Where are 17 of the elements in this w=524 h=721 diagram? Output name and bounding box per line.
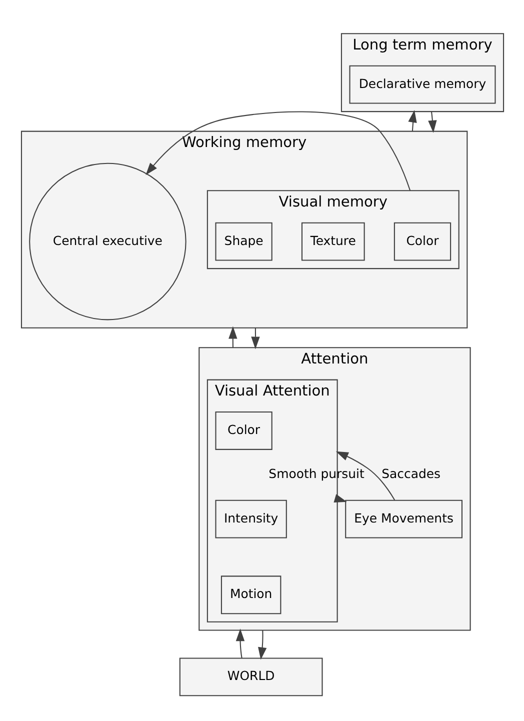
arrow [228,326,237,348]
node-box: WORLD [178,658,322,696]
arrow [428,112,436,133]
arrow [250,328,260,350]
node-box: Motion [220,576,281,614]
arrow [408,110,416,132]
node-box: Declarative memory [348,65,496,104]
arrow [258,630,266,660]
node-box: Texture [300,222,364,261]
edge-label: Saccades [381,466,440,482]
arrow [235,628,244,658]
arrow [145,111,410,191]
node-box: Shape [214,222,272,261]
node-box: Eye Movements [344,500,462,538]
node-box: Color [393,222,451,261]
node-box: Intensity [214,500,286,538]
node-box: Color [214,412,272,450]
